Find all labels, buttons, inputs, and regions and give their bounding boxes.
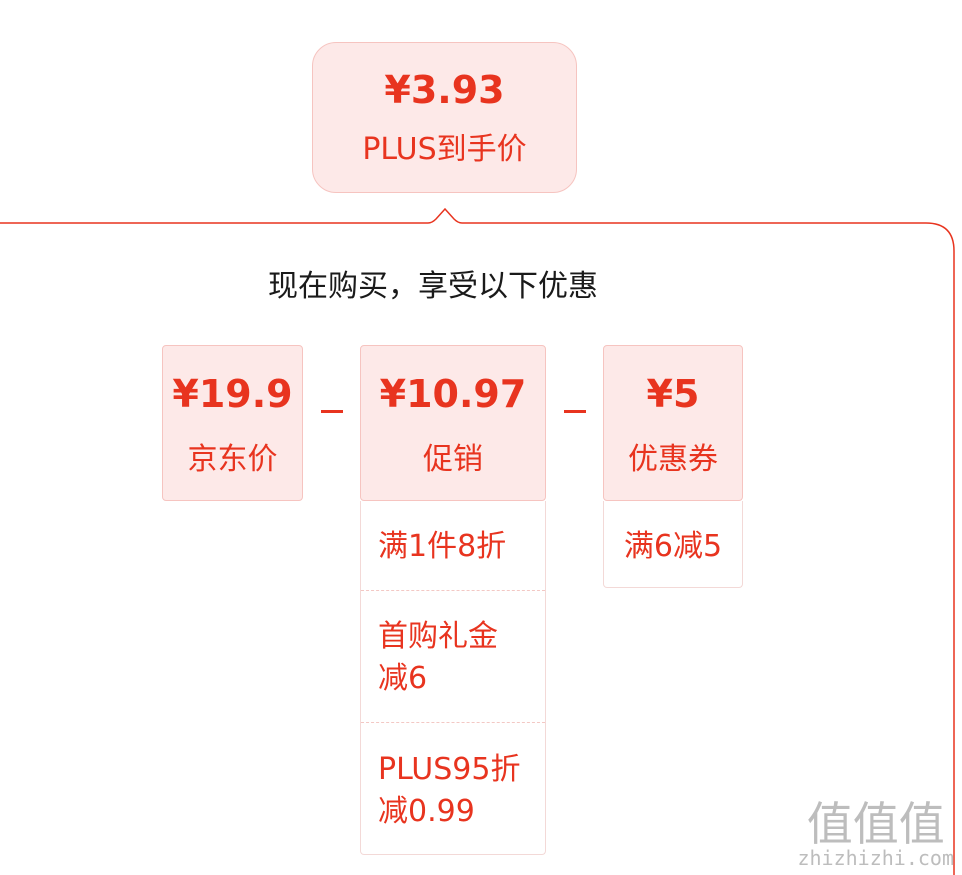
coupon-amount: ¥5 <box>646 372 700 416</box>
final-price: ¥3.93 <box>384 68 505 112</box>
coupon-details <box>603 501 743 588</box>
watermark-logo: 值值值 <box>806 797 945 851</box>
final-price-label: PLUS到手价 <box>362 132 527 167</box>
coupon-label: 优惠券 <box>628 442 718 477</box>
promotion-detail-item: 首购礼金减6 <box>378 619 498 696</box>
coupon-card <box>603 345 743 501</box>
jd-price-card <box>162 345 303 501</box>
promotion-detail-item: PLUS95折减0.99 <box>378 752 521 829</box>
promotion-card <box>360 345 546 501</box>
jd-price-label: 京东价 <box>187 442 278 477</box>
promotion-details <box>360 501 546 855</box>
watermark-url: zhizhizhi.com <box>797 846 954 870</box>
minus-operator <box>564 410 586 413</box>
detail-divider <box>361 590 545 591</box>
site-watermark: 值值值 zhizhizhi.com <box>797 801 954 869</box>
promotion-amount: ¥10.97 <box>379 372 527 416</box>
final-price-bubble <box>312 42 577 193</box>
promotion-detail-item: 满1件8折 <box>378 529 507 564</box>
coupon-detail-item: 满6减5 <box>623 529 723 564</box>
minus-operator <box>321 410 343 413</box>
promotion-label: 促销 <box>423 442 483 477</box>
jd-price-amount: ¥19.9 <box>172 372 293 416</box>
offer-headline: 现在购买，享受以下优惠 <box>268 269 598 304</box>
detail-divider <box>361 722 545 723</box>
